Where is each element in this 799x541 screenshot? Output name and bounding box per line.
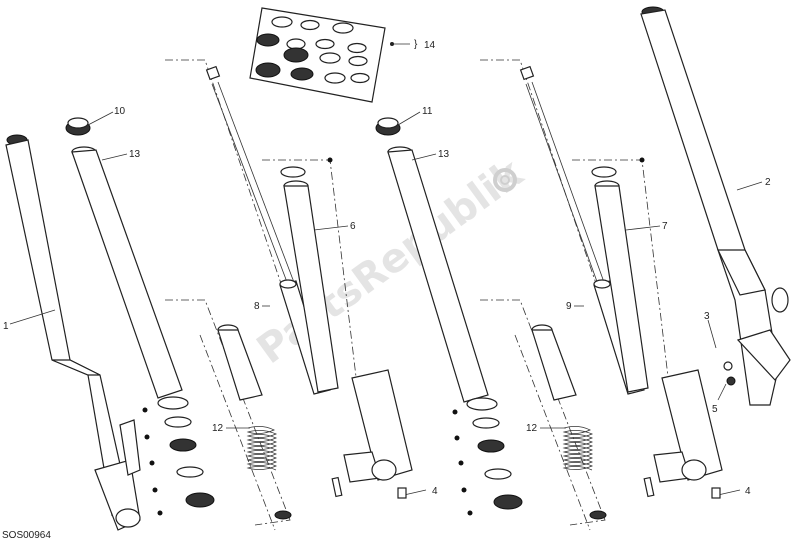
label-4a: 4 <box>432 486 438 497</box>
right-outer-tube <box>640 6 791 406</box>
watermark-gear-icon <box>493 168 517 192</box>
label-12a: 12 <box>212 423 224 434</box>
left-spring <box>246 426 278 471</box>
right-damper <box>572 157 741 499</box>
label-7: 7 <box>662 221 668 232</box>
label-11: 11 <box>422 106 433 117</box>
label-9: 9 <box>566 301 572 312</box>
label-13a: 13 <box>129 149 141 160</box>
left-fork-leg <box>5 111 215 531</box>
svg-text:}: } <box>414 39 418 50</box>
seal-kit-panel: } 14 <box>249 7 436 103</box>
drawing-code: SOS00964 <box>2 530 51 541</box>
label-5: 5 <box>712 404 718 415</box>
label-14: 14 <box>424 40 436 51</box>
label-10: 10 <box>114 106 126 117</box>
label-8: 8 <box>254 301 260 312</box>
label-1: 1 <box>3 321 9 332</box>
right-fork-leg <box>375 111 523 516</box>
label-12b: 12 <box>526 423 538 434</box>
label-4b: 4 <box>745 486 751 497</box>
label-6: 6 <box>350 221 356 232</box>
label-3: 3 <box>704 311 710 322</box>
right-spring <box>562 426 594 471</box>
label-13b: 13 <box>438 149 450 160</box>
label-2: 2 <box>765 177 771 188</box>
left-damper <box>262 157 427 499</box>
